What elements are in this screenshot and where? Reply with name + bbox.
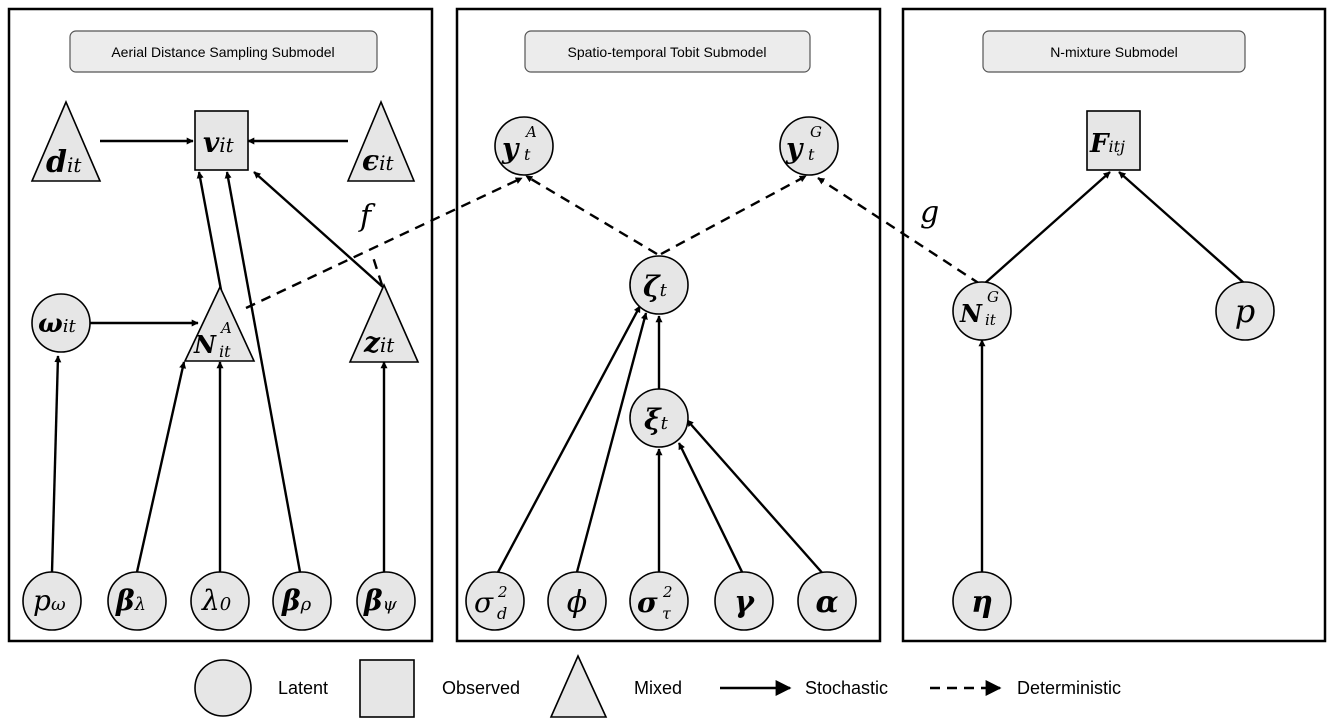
- svg-text:βλ: βλ: [115, 584, 146, 617]
- legend: Latent Observed Mixed Stochastic Determi…: [194, 654, 1121, 718]
- edge-sigmad-zeta: [494, 305, 642, 577]
- edge-gamma-xi: [677, 442, 746, 577]
- svg-text:y: y: [785, 132, 804, 165]
- svg-text:it: it: [985, 311, 997, 329]
- node-p: p: [1215, 281, 1275, 341]
- svg-text:ωit: ωit: [38, 309, 77, 339]
- node-gamma: γ: [714, 571, 774, 631]
- edge-zeta-yA-dashed: [525, 174, 658, 256]
- node-beta-psi: βψ: [356, 571, 416, 631]
- node-beta-lambda: βλ: [107, 571, 167, 631]
- svg-text:ϵit: ϵit: [362, 144, 394, 177]
- node-eps-it: ϵit: [346, 99, 416, 182]
- svg-text:σ: σ: [474, 586, 494, 619]
- svg-text:ϕ: ϕ: [567, 585, 587, 620]
- node-omega-it: ωit: [31, 293, 91, 353]
- svg-text:y: y: [501, 132, 520, 165]
- node-v-it: vit: [194, 110, 249, 171]
- node-d-it: dit: [30, 99, 102, 182]
- legend-mixed: Mixed: [549, 654, 682, 718]
- node-z-it: zit: [348, 283, 420, 363]
- edge-pomega-omega: [50, 355, 62, 573]
- svg-text:A: A: [524, 123, 537, 141]
- edge-z-v: [253, 171, 385, 289]
- svg-text:t: t: [808, 145, 815, 164]
- edge-p-F: [1118, 171, 1245, 284]
- svg-text:Latent: Latent: [278, 678, 328, 698]
- node-beta-rho: βρ: [272, 571, 332, 631]
- node-eta: η: [952, 571, 1012, 631]
- edge-alpha-xi: [686, 419, 826, 577]
- legend-deterministic: Deterministic: [930, 678, 1121, 698]
- svg-text:G: G: [987, 288, 999, 306]
- svg-text:βψ: βψ: [363, 584, 398, 617]
- svg-text:d: d: [497, 604, 507, 623]
- legend-stochastic: Stochastic: [720, 678, 888, 698]
- svg-text:τ: τ: [662, 604, 672, 623]
- svg-text:λ0: λ0: [201, 584, 231, 617]
- node-NA-it: N A it: [183, 285, 256, 362]
- svg-text:pω: pω: [33, 584, 66, 617]
- edge-z-f-dashed: [370, 253, 384, 286]
- svg-text:σ: σ: [637, 586, 658, 619]
- panel-tobit: [455, 7, 882, 643]
- svg-text:vit: vit: [203, 126, 235, 159]
- node-alpha: α: [797, 571, 857, 631]
- svg-text:A: A: [219, 319, 232, 337]
- legend-observed: Observed: [359, 659, 520, 718]
- panel-title-tobit: Spatio-temporal Tobit Submodel: [524, 30, 811, 73]
- node-yA-t: y A t: [494, 116, 554, 176]
- node-phi: ϕ: [547, 571, 607, 631]
- svg-text:Fitj: Fitj: [1089, 129, 1125, 159]
- svg-text:α: α: [815, 585, 838, 620]
- svg-text:βρ: βρ: [281, 584, 312, 617]
- svg-text:Aerial Distance Sampling Submo: Aerial Distance Sampling Submodel: [111, 44, 334, 60]
- svg-text:2: 2: [497, 583, 508, 601]
- edge-phi-zeta: [575, 312, 648, 573]
- svg-text:2: 2: [662, 583, 673, 601]
- node-p-omega: pω: [22, 571, 82, 631]
- edge-NA-v: [196, 171, 223, 291]
- node-xi-t: ξt: [629, 388, 689, 448]
- edge-betalambda-NA: [135, 361, 187, 573]
- node-sigma2-tau: σ 2 τ: [629, 571, 689, 631]
- edge-NG-yG-dashed: [817, 176, 981, 286]
- edge-NG-F: [983, 171, 1111, 285]
- svg-text:it: it: [219, 342, 231, 361]
- panel-title-aerial: Aerial Distance Sampling Submodel: [69, 30, 378, 73]
- node-F-itj: Fitj: [1086, 110, 1141, 171]
- svg-text:N: N: [959, 299, 983, 328]
- svg-text:Mixed: Mixed: [634, 678, 682, 698]
- svg-text:dit: dit: [46, 145, 82, 180]
- node-yG-t: y G t: [779, 116, 839, 176]
- svg-text:t: t: [524, 145, 531, 164]
- edges: [50, 137, 1245, 577]
- svg-text:p: p: [1235, 292, 1255, 330]
- node-zeta-t: ζt: [629, 255, 689, 315]
- edge-zeta-yG-dashed: [660, 174, 807, 256]
- edge-betarho-v: [224, 171, 302, 573]
- panel-title-nmixture: N-mixture Submodel: [982, 30, 1246, 73]
- node-sigma2-d: σ 2 d: [465, 571, 525, 631]
- function-g-label: g: [920, 195, 939, 230]
- svg-text:ζt: ζt: [643, 270, 668, 303]
- legend-latent: Latent: [194, 659, 328, 717]
- svg-text:Spatio-temporal Tobit Submodel: Spatio-temporal Tobit Submodel: [568, 44, 767, 60]
- svg-text:γ: γ: [734, 585, 755, 620]
- svg-text:ξt: ξt: [644, 403, 669, 436]
- svg-text:zit: zit: [363, 326, 395, 359]
- svg-text:N-mixture Submodel: N-mixture Submodel: [1050, 44, 1178, 60]
- node-lambda0: λ0: [190, 571, 250, 631]
- node-NG-it: N G it: [952, 281, 1012, 341]
- svg-text:η: η: [971, 585, 993, 620]
- svg-text:N: N: [193, 330, 217, 359]
- svg-text:Observed: Observed: [442, 678, 520, 698]
- svg-text:Stochastic: Stochastic: [805, 678, 888, 698]
- svg-text:Deterministic: Deterministic: [1017, 678, 1121, 698]
- svg-text:G: G: [810, 123, 822, 141]
